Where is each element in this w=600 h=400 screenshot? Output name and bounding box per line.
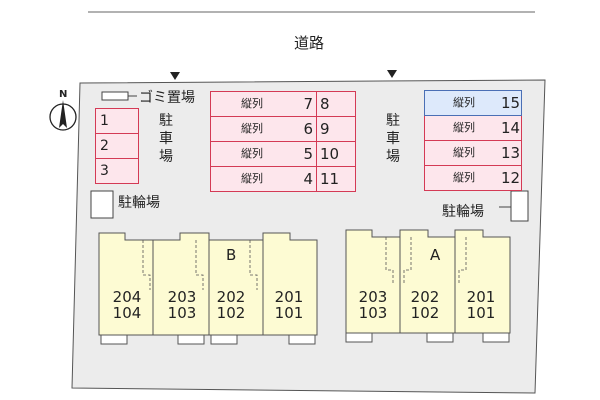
building-a-label: A xyxy=(430,246,441,264)
parking-space-15: 縦列 15 xyxy=(424,90,522,116)
parking-space-13: 縦列 13 xyxy=(424,141,522,166)
north-label: N xyxy=(59,89,68,100)
building-b-walls xyxy=(152,233,264,335)
parking-space-2: 2 xyxy=(95,134,139,159)
entrance-arrow-left xyxy=(170,72,180,80)
building-b-steps xyxy=(100,334,316,345)
parking-center-group: 縦列 7 8 縦列 6 9 縦列 5 10 縦列 4 11 xyxy=(210,91,356,192)
parking-space-14: 縦列 14 xyxy=(424,116,522,141)
trash-area-label: ゴミ置場 xyxy=(139,90,195,106)
parking-row-5-10: 縦列 5 10 xyxy=(210,142,356,167)
parking-space-1: 1 xyxy=(95,108,139,134)
parking-row-7-8: 縦列 7 8 xyxy=(210,91,356,117)
building-a-steps xyxy=(345,332,510,343)
bicycle-parking-right-label: 駐輪場 xyxy=(442,204,484,220)
bicycle-parking-right-box xyxy=(510,190,529,222)
parking-row-6-9: 縦列 6 9 xyxy=(210,117,356,142)
trash-area-box xyxy=(101,91,129,101)
bicycle-parking-left-box xyxy=(90,190,114,219)
building-a-stairs xyxy=(385,237,467,285)
parking-left-group: 1 2 3 xyxy=(95,108,139,184)
parking-space-3: 3 xyxy=(95,159,139,184)
bicycle-parking-left-label: 駐輪場 xyxy=(118,195,160,211)
parking-space-12: 縦列 12 xyxy=(424,166,522,191)
parking-label-center: 駐 車 場 xyxy=(386,113,400,165)
building-a-walls xyxy=(399,237,456,333)
building-b-stairs xyxy=(142,240,258,290)
parking-right-group: 縦列 15 縦列 14 縦列 13 縦列 12 xyxy=(424,90,522,191)
building-b-label: B xyxy=(226,246,237,264)
parking-row-4-11: 縦列 4 11 xyxy=(210,167,356,192)
north-arrow-icon xyxy=(49,100,77,131)
entrance-arrow-right xyxy=(387,70,397,78)
parking-label-left: 駐 車 場 xyxy=(159,113,173,165)
road-label: 道路 xyxy=(294,34,325,52)
